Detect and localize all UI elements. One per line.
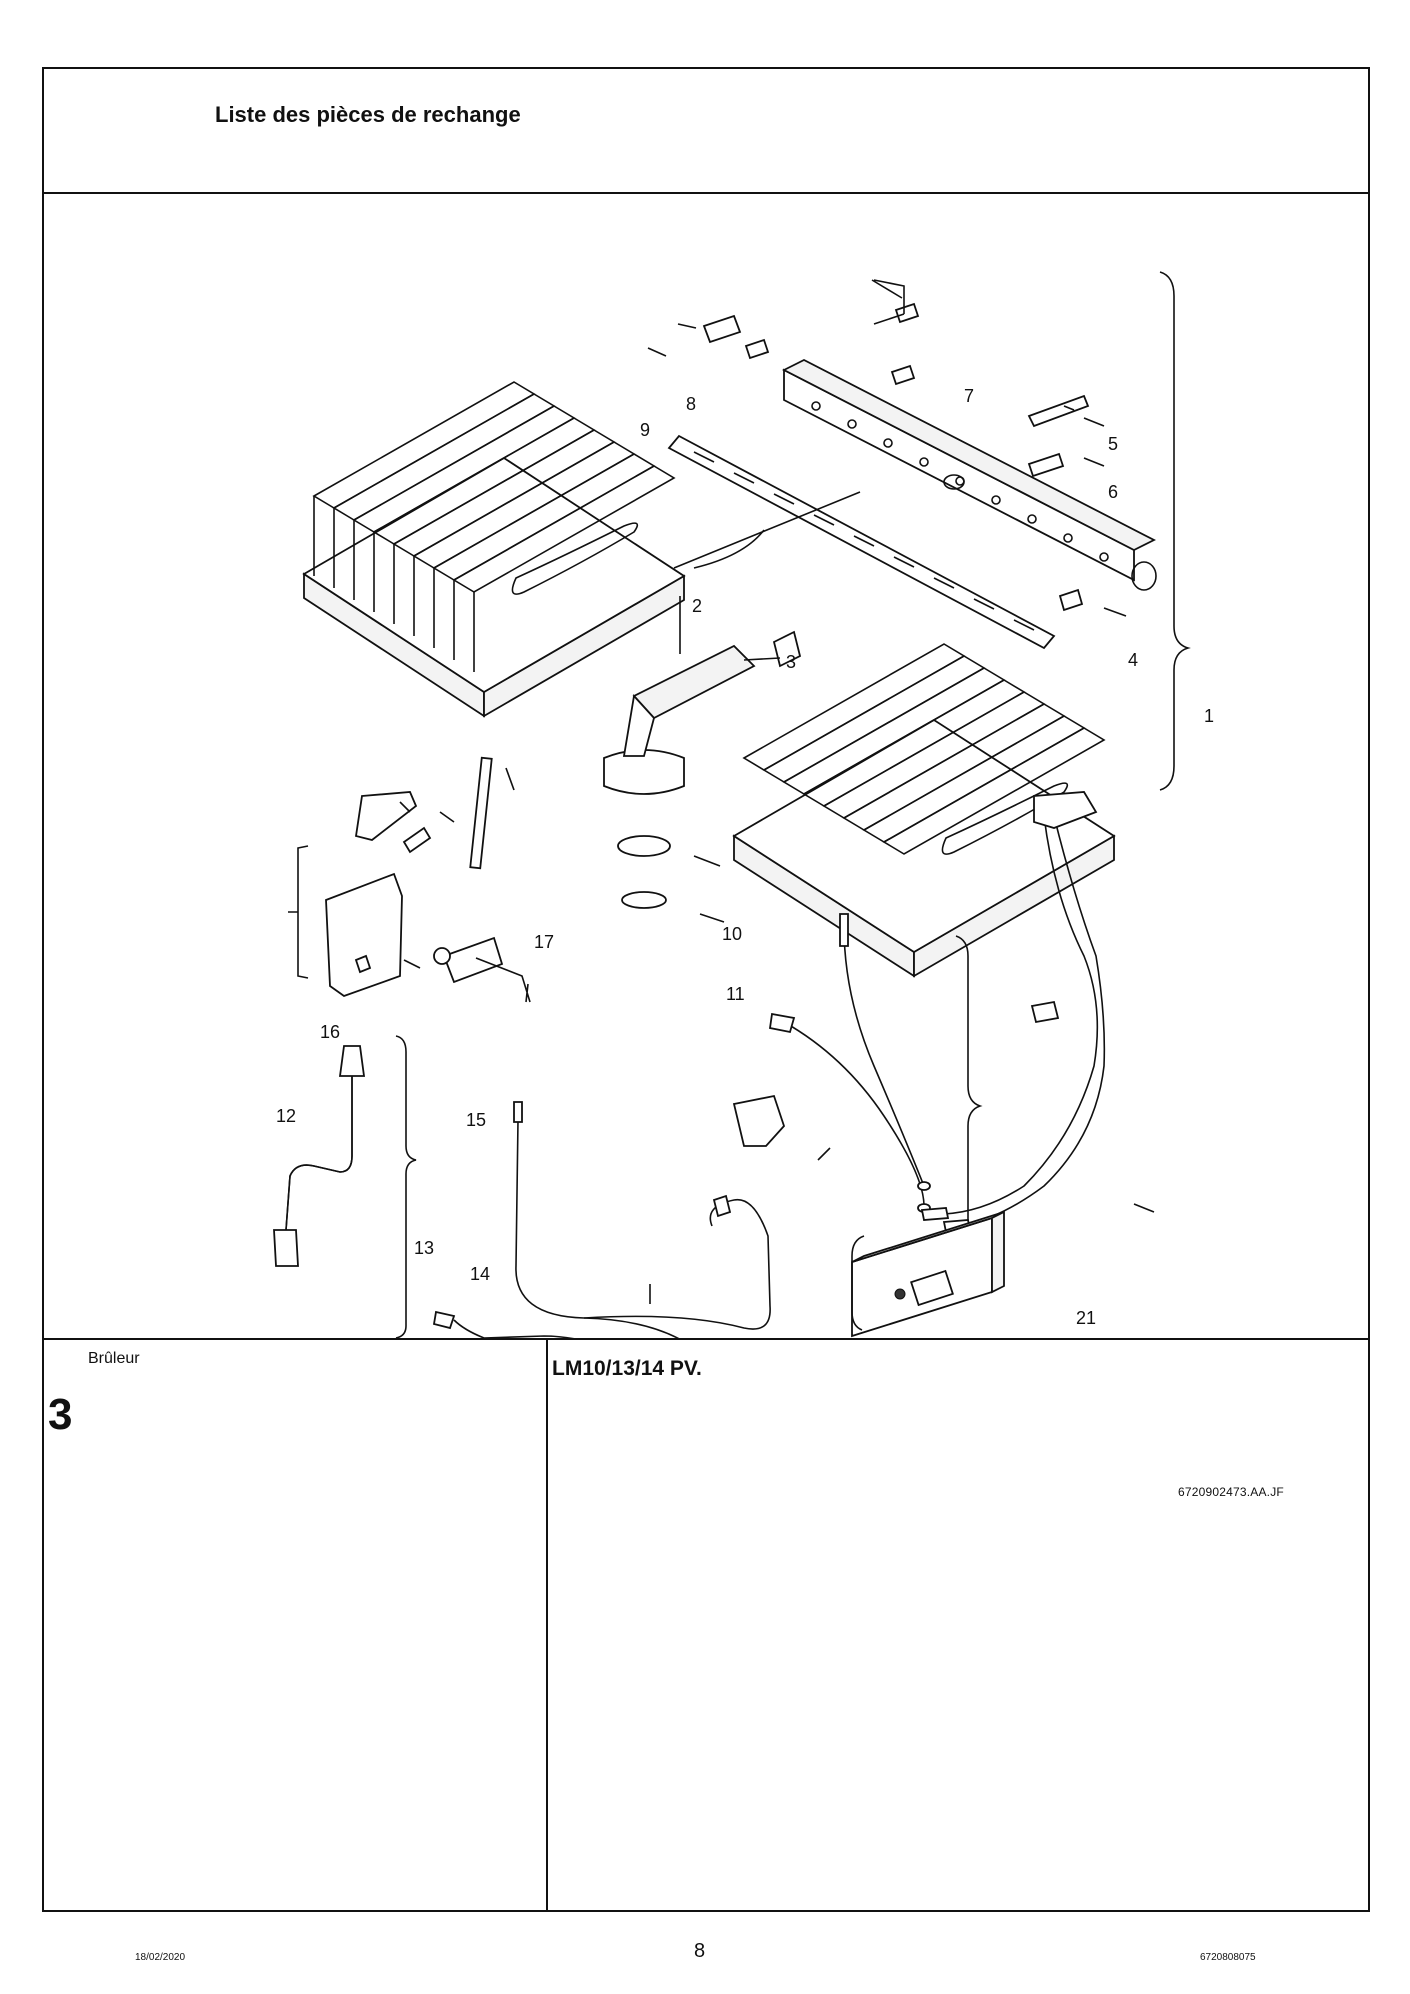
control-box — [851, 1210, 1005, 1338]
pilot-pipe — [273, 1035, 417, 1338]
callout-labels: 1 2 3 4 5 6 7 8 9 10 11 12 13 14 15 16 1… — [276, 386, 1214, 1328]
injector-strip — [667, 434, 1056, 650]
burner-block-left — [302, 381, 686, 718]
callout-1: 1 — [1204, 706, 1214, 726]
callout-7: 7 — [964, 386, 974, 406]
title-block-column-divider — [546, 1338, 548, 1912]
bracket-1 — [1159, 271, 1191, 791]
callout-8: 8 — [686, 394, 696, 414]
burner-nozzle — [603, 630, 802, 909]
callout-21: 21 — [1076, 1308, 1096, 1328]
drawing-reference: 6720902473.AA.JF — [1178, 1485, 1284, 1499]
callout-12: 12 — [276, 1106, 296, 1126]
callout-3: 3 — [786, 652, 796, 672]
callout-10: 10 — [722, 924, 742, 944]
callout-6: 6 — [1108, 482, 1118, 502]
model-designation: LM10/13/14 PV. — [552, 1357, 702, 1380]
gas-manifold — [782, 358, 1157, 591]
fittings-top — [702, 302, 1090, 612]
page-number: 8 — [694, 1940, 706, 1962]
callout-2: 2 — [692, 596, 702, 616]
section-label: Brûleur — [88, 1350, 140, 1367]
pilot-assembly — [288, 756, 531, 1003]
callout-11: 11 — [726, 984, 745, 1004]
thermocouple-harness — [432, 1094, 786, 1338]
callout-5: 5 — [1108, 434, 1118, 454]
header-divider — [42, 192, 1370, 194]
page-title: Liste des pièces de rechange — [215, 102, 521, 127]
section-number: 3 — [48, 1390, 73, 1439]
callout-15: 15 — [466, 1110, 486, 1130]
callout-16: 16 — [320, 1022, 340, 1042]
footer-date: 18/02/2020 — [135, 1952, 186, 1963]
title-block-divider — [42, 1338, 1370, 1340]
exploded-parts-diagram: 1 2 3 4 5 6 7 8 9 10 11 12 13 14 15 16 1… — [273, 271, 1214, 1338]
callout-13: 13 — [414, 1238, 434, 1258]
leader-lines — [399, 279, 1155, 1304]
thermocouple — [768, 913, 983, 1245]
callout-14: 14 — [470, 1264, 490, 1284]
page-frame — [42, 67, 1370, 1912]
callout-17: 17 — [534, 932, 554, 952]
document-number: 6720808075 — [1200, 1952, 1256, 1963]
callout-4: 4 — [1128, 650, 1138, 670]
callout-9: 9 — [640, 420, 650, 440]
